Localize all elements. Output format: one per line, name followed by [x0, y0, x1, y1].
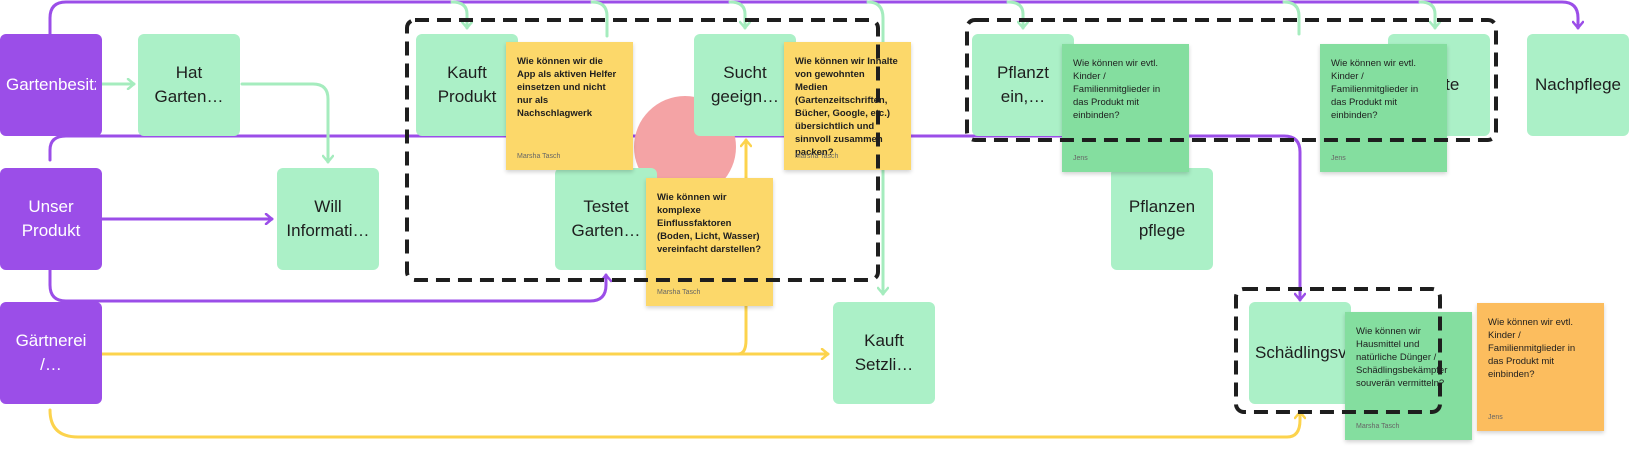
sticky-note-text: Wie können wir evtl. Kinder / Familienmi…: [1331, 58, 1419, 121]
connector-hat-to-will: [240, 82, 328, 164]
connector-to-ernte: [1418, 0, 1435, 30]
sticky-note-text: Wie können wir Hausmittel und natürliche…: [1356, 326, 1448, 389]
step-pflanzt-ein[interactable]: Pflanzt ein,…: [972, 34, 1074, 136]
step-kauft-setzlinge[interactable]: Kauft Setzli…: [833, 302, 935, 404]
step-pflanzen-pflege[interactable]: Pflanzen pflege: [1111, 168, 1213, 270]
sticky-note[interactable]: Wie können wir evtl. Kinder / Familienmi…: [1062, 44, 1189, 172]
sticky-note-author: Marsha Tasch: [517, 153, 561, 160]
connector-lane2-to-testet: [48, 268, 606, 303]
connector-to-kauft: [450, 0, 467, 30]
step-testet-garten[interactable]: Testet Garten…: [555, 168, 657, 270]
lane-unser-produkt[interactable]: Unser Produkt: [0, 168, 102, 270]
step-sucht-geeignete[interactable]: Sucht geeign…: [694, 34, 796, 136]
step-schaedlingsvernichtung[interactable]: Schädlingsvernic…: [1249, 302, 1351, 404]
connector-pflanzt-up: [1282, 0, 1301, 36]
sticky-note[interactable]: Wie können wir Inhalte von gewohnten Med…: [784, 42, 911, 170]
lane-gaertnerei[interactable]: Gärtnerei /…: [0, 302, 102, 404]
sticky-note[interactable]: Wie können wir evtl. Kinder / Familienmi…: [1477, 303, 1604, 431]
step-hat-garten[interactable]: Hat Garten…: [138, 34, 240, 136]
sticky-note[interactable]: Wie können wir Hausmittel und natürliche…: [1345, 312, 1472, 440]
connector-lane3-to-schaedlin: [48, 408, 1300, 439]
sticky-note-author: Jens: [1488, 414, 1503, 421]
sticky-note[interactable]: Wie können wir komplexe Einflussfaktoren…: [646, 178, 773, 306]
sticky-note-text: Wie können wir komplexe Einflussfaktoren…: [657, 192, 762, 255]
sticky-note-text: Wie können wir die App als aktiven Helfe…: [517, 56, 617, 119]
sticky-note-text: Wie können wir evtl. Kinder / Familienmi…: [1073, 58, 1161, 121]
step-nachpflege[interactable]: Nachpflege: [1527, 34, 1629, 136]
sticky-note-author: Jens: [1331, 155, 1346, 162]
sticky-note-text: Wie können wir evtl. Kinder / Familienmi…: [1488, 317, 1576, 380]
sticky-note[interactable]: Wie können wir evtl. Kinder / Familienmi…: [1320, 44, 1447, 172]
step-will-informationen[interactable]: Will Informati…: [277, 168, 379, 270]
sticky-note-text: Wie können wir Inhalte von gewohnten Med…: [795, 56, 898, 158]
sticky-note-author: Marsha Tasch: [657, 289, 701, 296]
connector-sucht-to-setzli: [866, 0, 883, 296]
sticky-note-author: Marsha Tasch: [795, 153, 839, 160]
sticky-note-author: Jens: [1073, 155, 1088, 162]
connector-top-to-nachpflege: [48, 0, 1578, 37]
connector-kauft-up: [590, 0, 609, 38]
connector-lane3-to-sucht: [736, 138, 746, 356]
step-kauft-produkt[interactable]: Kauft Produkt: [416, 34, 518, 136]
connector-to-pflanzt: [1006, 0, 1023, 30]
sticky-note-author: Marsha Tasch: [1356, 423, 1400, 430]
connector-to-sucht: [728, 0, 745, 30]
sticky-note[interactable]: Wie können wir die App als aktiven Helfe…: [506, 42, 633, 170]
lane-gartenbesitzer[interactable]: Gartenbesitzer…: [0, 34, 102, 136]
